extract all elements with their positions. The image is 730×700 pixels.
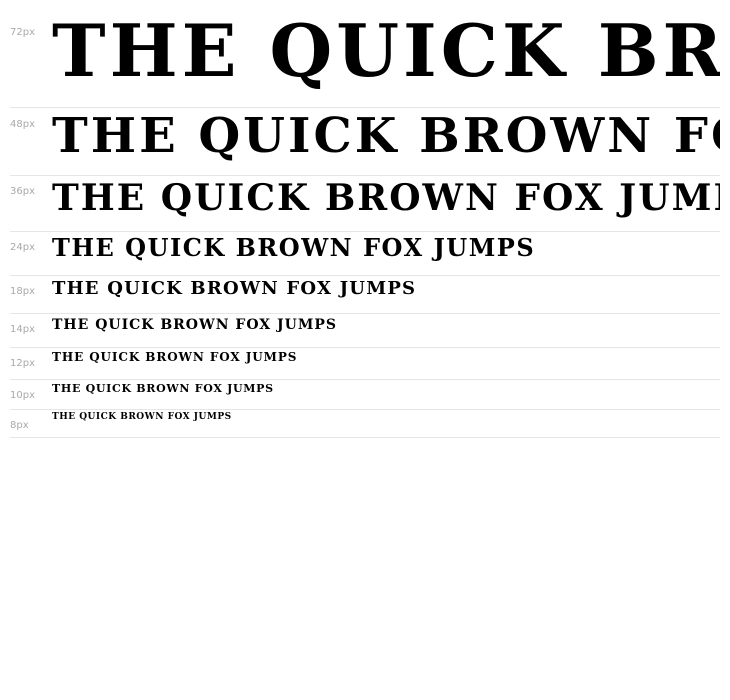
font-waterfall: 72px THE QUICK BROWN FOX JUMPS 48px THE …: [10, 0, 720, 438]
sample-row-36: 36px THE QUICK BROWN FOX JUMPS: [10, 176, 720, 232]
sample-row-12: 12px THE QUICK BROWN FOX JUMPS: [10, 348, 720, 380]
size-label: 24px: [10, 242, 35, 253]
size-label: 18px: [10, 286, 35, 297]
sample-text: THE QUICK BROWN FOX JUMPS: [52, 8, 720, 93]
sample-row-24: 24px THE QUICK BROWN FOX JUMPS: [10, 232, 720, 276]
sample-row-10: 10px THE QUICK BROWN FOX JUMPS: [10, 380, 720, 410]
sample-row-8: 8px THE QUICK BROWN FOX JUMPS: [10, 410, 720, 438]
sample-text: THE QUICK BROWN FOX JUMPS: [52, 233, 536, 262]
size-label: 10px: [10, 390, 35, 401]
size-label: 72px: [10, 27, 35, 38]
sample-text: THE QUICK BROWN FOX JUMPS: [52, 412, 232, 422]
sample-text: THE QUICK BROWN FOX JUMPS: [52, 382, 274, 395]
sample-text: THE QUICK BROWN FOX JUMPS: [52, 108, 720, 164]
sample-row-48: 48px THE QUICK BROWN FOX JUMPS: [10, 108, 720, 176]
size-label: 14px: [10, 324, 35, 335]
sample-text: THE QUICK BROWN FOX JUMPS: [52, 317, 337, 333]
sample-text: THE QUICK BROWN FOX JUMPS: [52, 278, 417, 299]
sample-row-72: 72px THE QUICK BROWN FOX JUMPS: [10, 0, 720, 108]
size-label: 12px: [10, 358, 35, 369]
size-label: 36px: [10, 186, 35, 197]
size-label: 48px: [10, 119, 35, 130]
sample-text: THE QUICK BROWN FOX JUMPS: [52, 177, 720, 219]
sample-text: THE QUICK BROWN FOX JUMPS: [52, 350, 298, 364]
sample-row-18: 18px THE QUICK BROWN FOX JUMPS: [10, 276, 720, 314]
sample-row-14: 14px THE QUICK BROWN FOX JUMPS: [10, 314, 720, 348]
size-label: 8px: [10, 420, 29, 431]
